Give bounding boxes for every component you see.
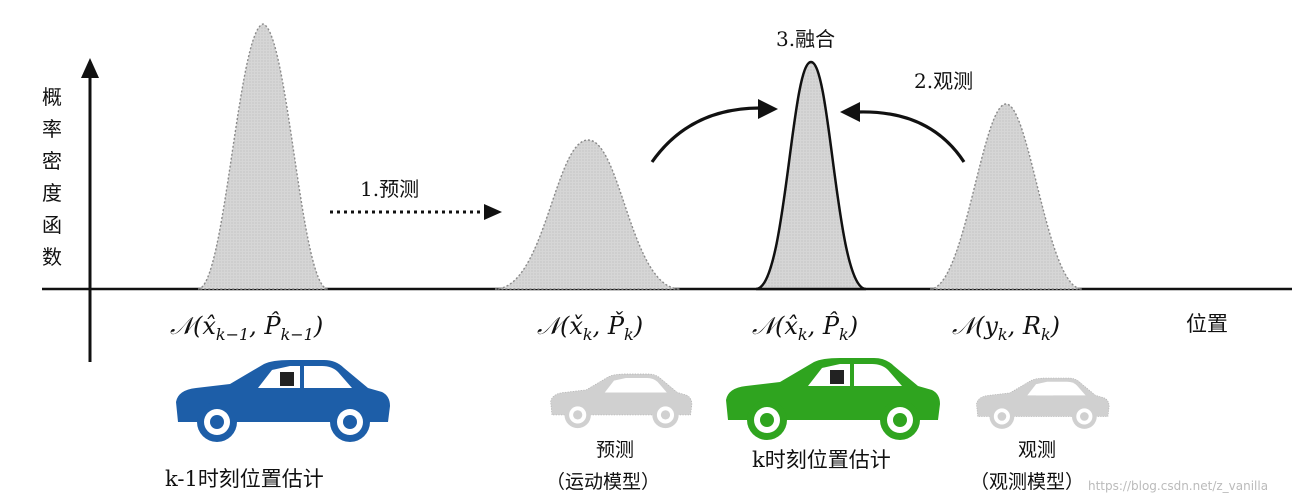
fuse-arrow-left (650, 106, 761, 163)
prior-distribution-label: 𝒩(x̂k−1, P̂k−1) (170, 312, 323, 344)
prior-gaussian (197, 23, 329, 290)
fused-distribution-label: 𝒩(x̂k, P̂k) (752, 312, 858, 344)
y-axis-label-char-5: 数 (42, 245, 62, 269)
y-axis-arrowhead (81, 58, 99, 78)
predicted-distribution-label: 𝒩(x̌k, P̌k) (537, 312, 643, 344)
fuse-step-label: 3.融合 (776, 27, 835, 51)
measurement-caption-line2: （观测模型） (970, 471, 1084, 493)
predict-step-label: 1.预测 (360, 177, 419, 201)
y-axis-label-char-0: 概 (42, 85, 62, 109)
measurement-caption-line1: 观测 (1018, 439, 1056, 461)
predicted-car-icon (550, 373, 693, 429)
predicted-gaussian (494, 139, 681, 290)
fuse-arrow-left-head (758, 99, 778, 119)
y-axis-label-char-2: 密 (42, 149, 62, 173)
observe-arrow-right-head (840, 102, 860, 122)
x-axis-label: 位置 (1186, 312, 1228, 336)
measurement-gaussian (929, 103, 1083, 290)
watermark: https://blog.csdn.net/z_vanilla (1088, 479, 1268, 493)
fused-gaussian (755, 60, 867, 291)
prior-caption: k-1时刻位置估计 (165, 467, 324, 491)
measurement-distribution-label: 𝒩(yk, Rk) (952, 312, 1060, 344)
observe-arrow-right (857, 110, 966, 163)
fused-car-icon (726, 358, 940, 440)
measurement-car-icon (976, 377, 1110, 429)
fused-caption: k时刻位置估计 (752, 448, 891, 472)
y-axis-label-char-1: 率 (42, 117, 62, 141)
predicted-caption-line2: （运动模型） (546, 471, 660, 493)
predict-arrowhead (484, 204, 502, 220)
predicted-caption-line1: 预测 (596, 439, 634, 461)
prior-car-icon (176, 360, 390, 442)
observe-step-label: 2.观测 (914, 69, 973, 93)
y-axis-label-char-4: 函 (42, 213, 62, 237)
y-axis-label-char-3: 度 (42, 181, 62, 205)
